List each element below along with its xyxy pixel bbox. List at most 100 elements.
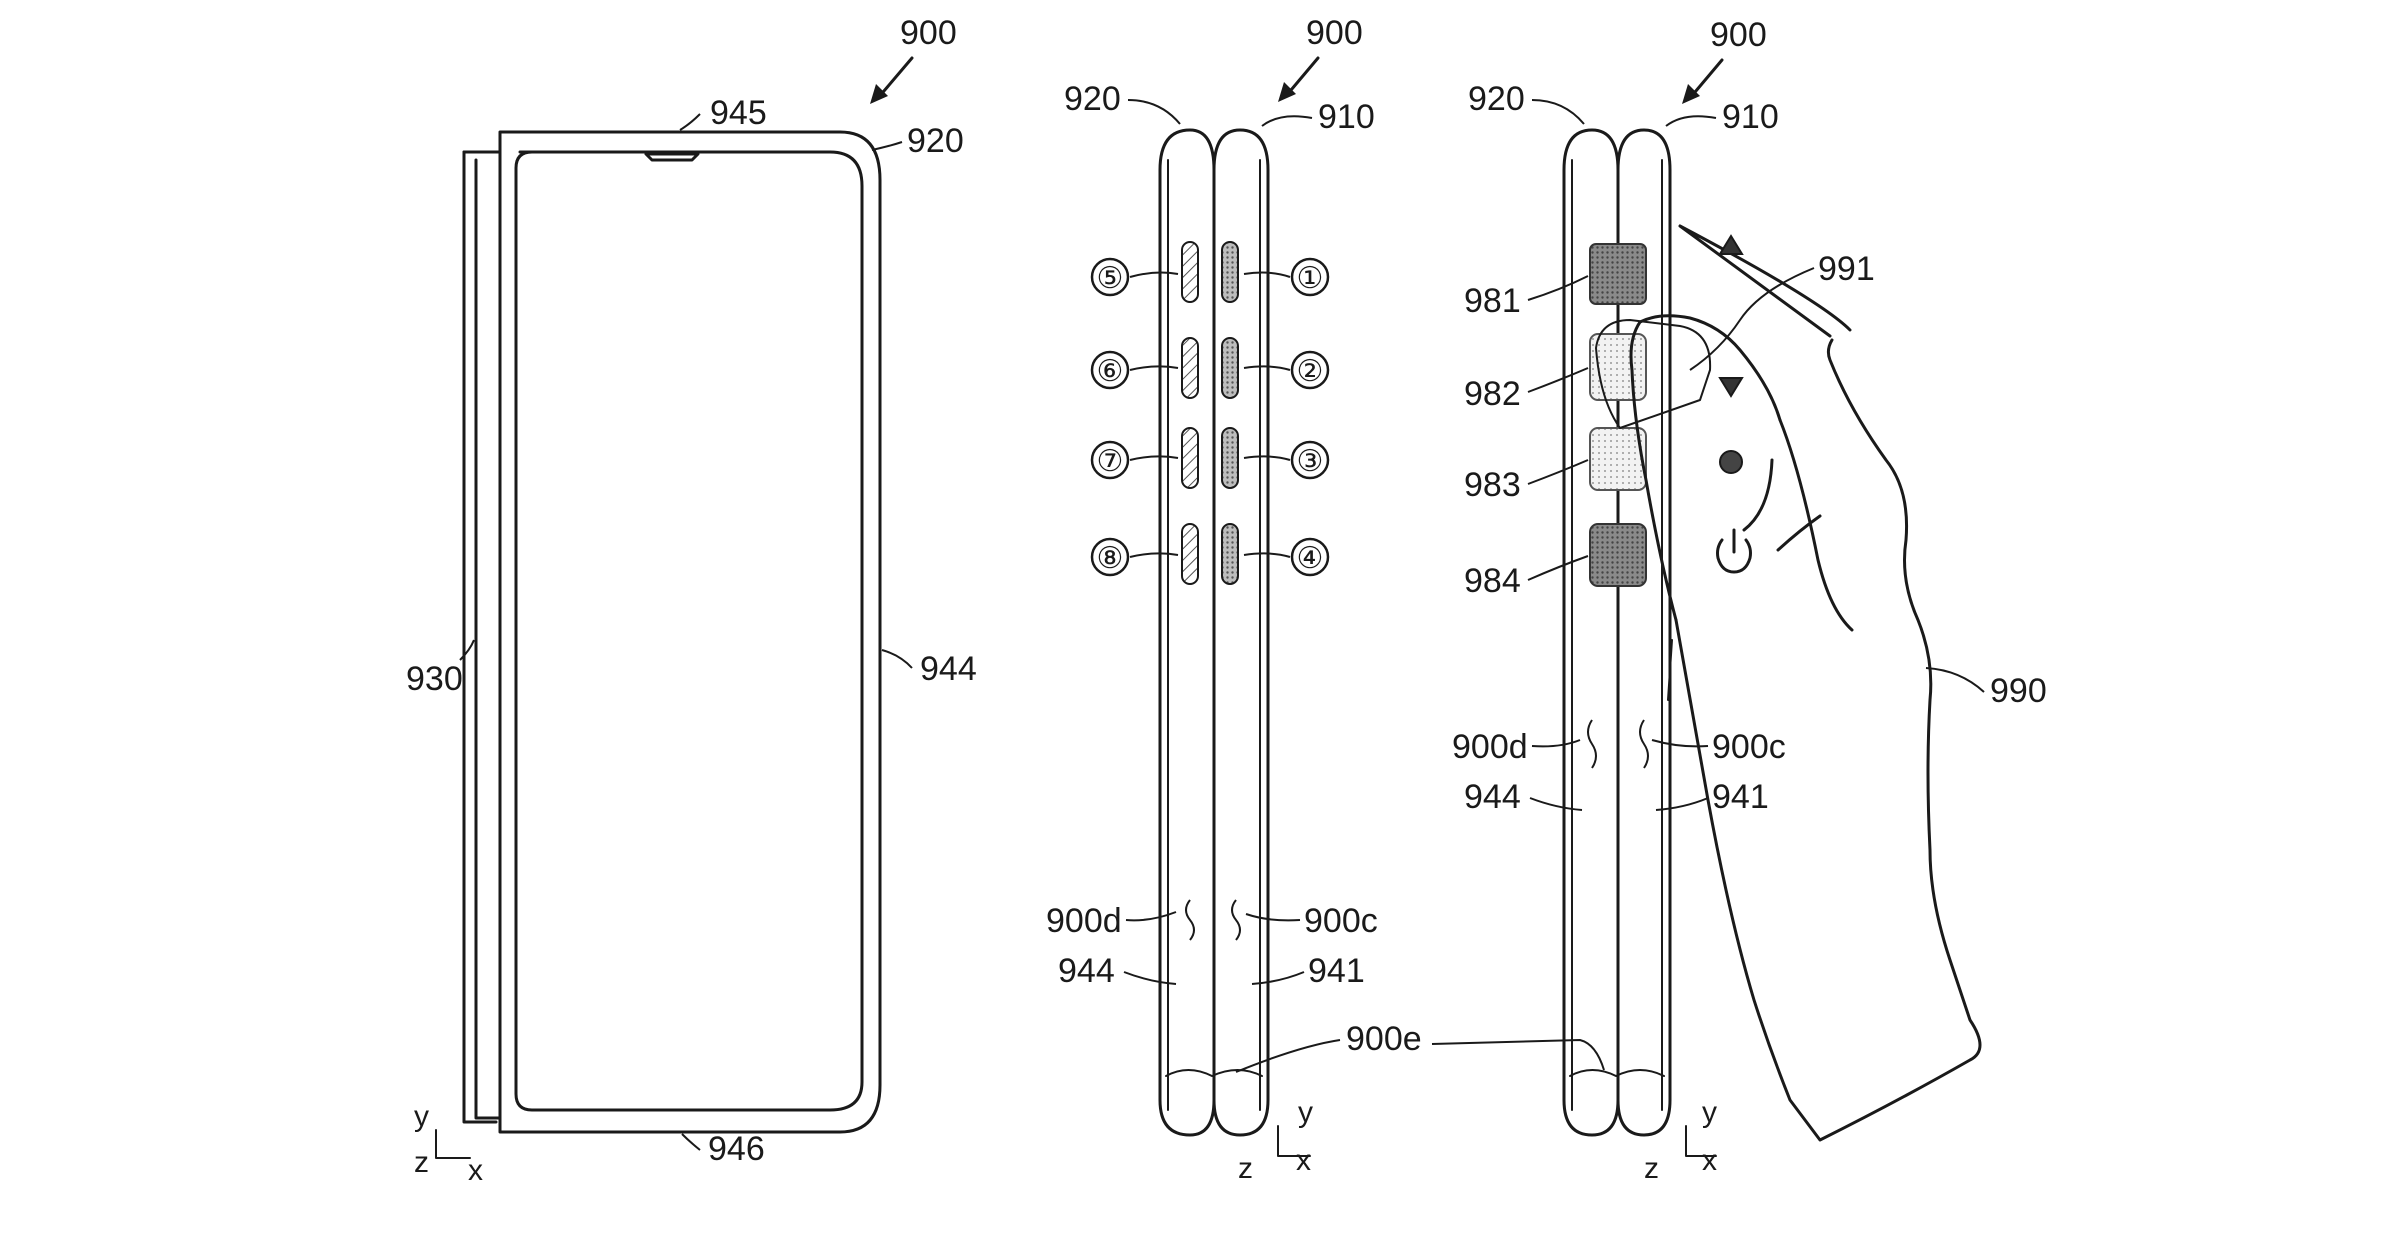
leader-7 — [1129, 455, 1179, 461]
hand-axis-x: x — [1702, 1144, 1717, 1177]
leader-900d-side — [1125, 899, 1195, 941]
leader-944-side — [1123, 971, 1177, 985]
key-981 — [1589, 243, 1647, 305]
dot-icon — [1719, 450, 1743, 474]
leader-944-hand — [1529, 797, 1583, 811]
leader-3 — [1243, 455, 1291, 461]
label-944-side: 944 — [1058, 952, 1115, 990]
area-1 — [1221, 241, 1239, 303]
hand-axis-lines — [1685, 1125, 1717, 1157]
circle-5 — [1090, 257, 1130, 297]
front-device-ref: 900 — [900, 14, 957, 52]
leader-983 — [1527, 459, 1589, 485]
leader-930 — [459, 639, 475, 661]
front-display — [514, 150, 864, 1112]
label-910-side: 910 — [1318, 98, 1375, 136]
leader-920-hand — [1531, 99, 1585, 125]
circle-8 — [1090, 537, 1130, 577]
leader-900e-side — [1235, 1039, 1341, 1073]
side-axis-x: x — [1296, 1144, 1311, 1177]
side-view: 900 ① ② ③ ④ — [1046, 14, 1605, 1185]
leader-5 — [1129, 271, 1179, 278]
label-941-side: 941 — [1308, 952, 1365, 990]
hand-palm-crease — [1667, 639, 1673, 701]
front-view: 900 945 920 930 944 946 y z x — [406, 14, 977, 1187]
power-icon-arc — [1716, 538, 1752, 574]
leader-4 — [1243, 552, 1291, 558]
leader-984 — [1527, 555, 1589, 581]
side-device-ref: 900 — [1306, 14, 1363, 52]
leader-941-side — [1251, 971, 1305, 985]
label-900d-hand: 900d — [1452, 728, 1528, 766]
hand-back-outline — [1674, 338, 1982, 1142]
key-983 — [1589, 427, 1647, 491]
leader-910-side — [1261, 115, 1313, 127]
label-982: 982 — [1464, 375, 1521, 413]
circle-5-text: ⑤ — [1097, 262, 1124, 295]
area-5 — [1181, 241, 1199, 303]
circle-4 — [1290, 537, 1330, 577]
leader-900c-hand — [1639, 719, 1709, 769]
label-920-front: 920 — [907, 122, 964, 160]
leader-944-front — [881, 649, 913, 669]
leader-982 — [1527, 367, 1589, 393]
side-left-half — [1158, 128, 1216, 1137]
label-984: 984 — [1464, 562, 1521, 600]
circle-3-text: ③ — [1297, 445, 1324, 478]
leader-991 — [1689, 267, 1815, 371]
hand-hinge-curve — [1569, 1069, 1665, 1077]
back-panel-outer — [462, 150, 498, 1124]
front-axes: y z x — [414, 1100, 483, 1187]
leader-941-hand — [1655, 797, 1709, 811]
leader-910-hand — [1665, 115, 1717, 127]
hand-device-ref: 900 — [1710, 16, 1767, 54]
circle-1 — [1290, 257, 1330, 297]
label-900d-side: 900d — [1046, 902, 1122, 940]
label-983: 983 — [1464, 466, 1521, 504]
side-axis-lines — [1277, 1125, 1311, 1157]
label-920-hand: 920 — [1468, 80, 1525, 118]
circle-2-text: ② — [1297, 355, 1324, 388]
hand-finger-lines — [1742, 418, 1854, 632]
label-941-hand: 941 — [1712, 778, 1769, 816]
label-944-hand: 944 — [1464, 778, 1521, 816]
front-axis-z: z — [414, 1146, 429, 1179]
front-axis-y: y — [414, 1100, 429, 1133]
label-900e: 900e — [1346, 1020, 1422, 1058]
hand-axis-z: z — [1644, 1152, 1659, 1185]
label-981: 981 — [1464, 282, 1521, 320]
front-axis-lines — [435, 1129, 471, 1159]
label-920-side: 920 — [1064, 80, 1121, 118]
hand-axis-y: y — [1702, 1096, 1717, 1129]
label-900c-side: 900c — [1304, 902, 1378, 940]
side-axis-z: z — [1238, 1152, 1253, 1185]
front-axis-x: x — [468, 1154, 483, 1187]
leader-946 — [681, 1133, 701, 1151]
leader-920-front — [871, 141, 903, 151]
circle-2 — [1290, 350, 1330, 390]
leader-6 — [1129, 365, 1179, 371]
circled-numbers-left: ⑤ ⑥ ⑦ ⑧ — [1090, 257, 1179, 577]
label-945: 945 — [710, 94, 767, 132]
side-right-half — [1212, 128, 1270, 1137]
circle-3 — [1290, 440, 1330, 480]
leader-900e-hand — [1431, 1038, 1605, 1071]
label-944-front: 944 — [920, 650, 977, 688]
leader-2 — [1243, 365, 1291, 371]
volume-up-icon — [1718, 234, 1744, 255]
circle-6-text: ⑥ — [1097, 355, 1124, 388]
leader-1 — [1243, 271, 1291, 278]
side-hinge-curve — [1165, 1069, 1263, 1077]
hand-left-half — [1562, 128, 1620, 1137]
label-990: 990 — [1990, 672, 2047, 710]
leader-900c-side — [1231, 899, 1301, 941]
leader-8 — [1129, 552, 1179, 558]
side-ref-arrowhead — [1278, 82, 1296, 102]
circle-7-text: ⑦ — [1097, 445, 1124, 478]
circle-7 — [1090, 440, 1130, 480]
area-4 — [1221, 523, 1239, 585]
label-930: 930 — [406, 660, 463, 698]
leader-990 — [1925, 667, 1985, 693]
